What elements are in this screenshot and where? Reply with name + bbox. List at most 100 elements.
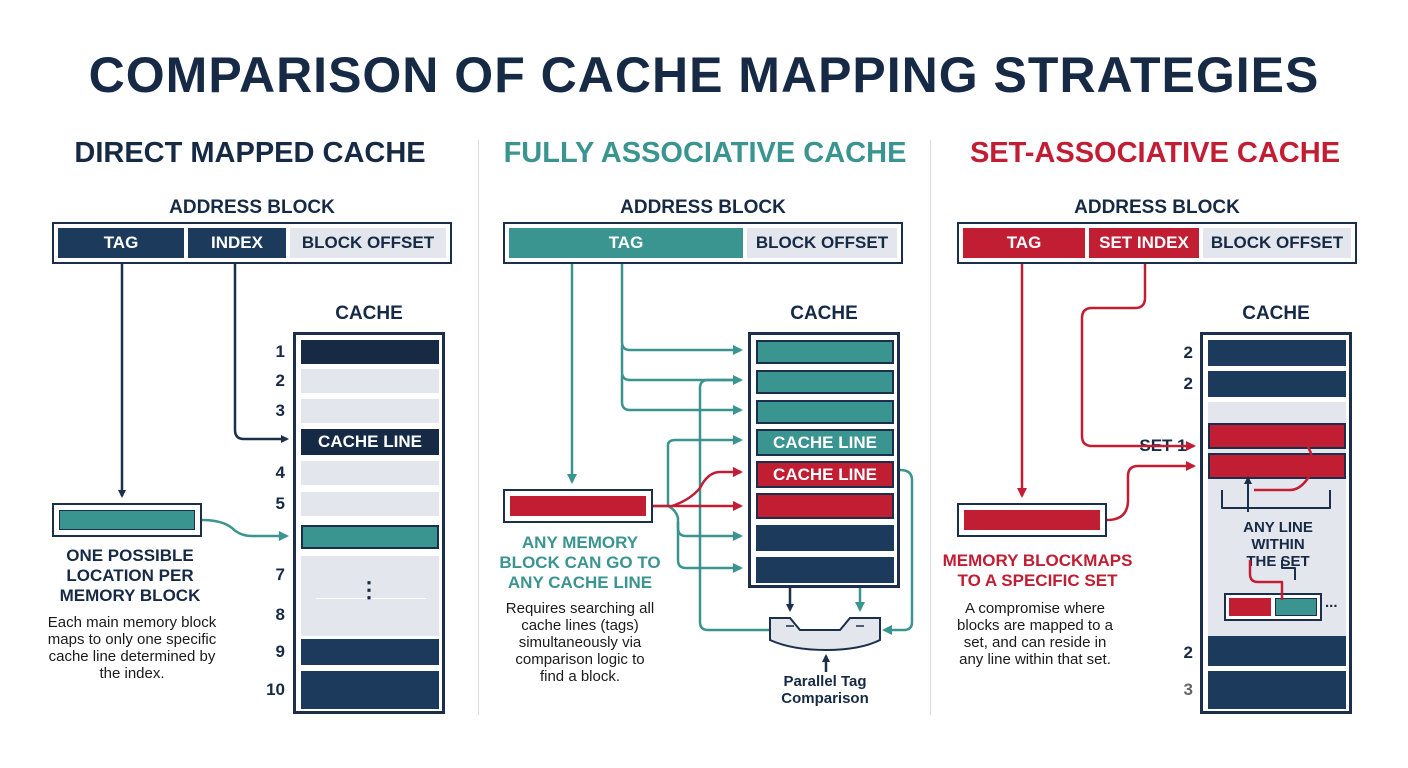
any-line-bracket [1221,490,1331,509]
set-mini-red [1229,598,1271,616]
page-title: COMPARISON OF CACHE MAPPING STRATEGIES [88,47,1320,103]
direct-offset-segment: BLOCK OFFSET [290,228,446,258]
set-number: 2 [1183,343,1193,362]
fully-cache-line [756,525,894,551]
comparator-label: Parallel Tag Comparison [735,673,915,707]
set-index-arrow [1080,264,1196,451]
description-line: cache line determined by [48,648,216,665]
description-line: cache lines (tags) [521,617,639,634]
any-line-label: ANY LINE WITHIN THE SET [1228,519,1328,570]
set-index-segment: SET INDEX [1089,228,1199,258]
direct-memory-arrow [201,518,289,541]
direct-memory-block [52,503,202,537]
set-address-label: ADDRESS BLOCK [1074,197,1240,218]
direct-memory-fill [59,510,195,530]
set-tag-segment: TAG [963,228,1085,258]
fully-cache-line-label-red: CACHE LINE [756,461,894,488]
direct-line-number: 5 [275,494,285,513]
direct-caption: ONE POSSIBLE LOCATION PER MEMORY BLOCK [30,546,230,606]
direct-tag-segment: TAG [58,228,184,258]
direct-mapped-heading: DIRECT MAPPED CACHE [74,137,426,169]
direct-cache: CACHE LINE ⋮ [293,332,445,714]
fully-tag-segment: TAG [509,228,743,258]
direct-cache-line-4 [301,461,439,485]
description-line: the index. [99,665,165,682]
set-cache-line [1208,340,1346,366]
direct-line-number: 8 [275,605,285,624]
set-cache-line [1208,371,1346,397]
direct-cache-line-6 [301,525,439,549]
description-line: find a block. [539,668,621,685]
any-line-text: ANY LINE [1243,519,1313,536]
fully-offset-segment: BLOCK OFFSET [747,228,897,258]
set-number: 2 [1183,374,1193,393]
set-cache: ANY LINE WITHIN THE SET ... [1200,332,1352,714]
fully-address-block: TAG BLOCK OFFSET [503,222,903,264]
fully-description: Requires searching all cache lines (tags… [470,600,690,685]
description-line: any line within that set. [959,651,1111,668]
set-cache-label: CACHE [1242,303,1310,324]
direct-address-label: ADDRESS BLOCK [169,197,335,218]
caption-line: ANY CACHE LINE [507,573,653,592]
fully-associative-heading: FULLY ASSOCIATIVE CACHE [503,137,907,169]
direct-line-number: 9 [275,642,285,661]
description-line: simultaneously via [518,634,642,651]
set-1-line-1 [1208,423,1346,449]
fully-cache-line-label-teal: CACHE LINE [756,429,894,456]
fully-cache-line [756,493,894,519]
direct-line-number: 4 [275,463,285,482]
caption-line: BLOCK CAN GO TO [499,553,661,572]
comparator-label-line: Parallel Tag [783,673,867,690]
set-memory-arrow [1106,461,1196,522]
fully-cache-label: CACHE [790,303,858,324]
description-line: Each main memory block [47,614,217,631]
description-line: blocks are mapped to a [957,617,1113,634]
description-line: comparison logic to [515,651,645,668]
direct-cache-line-target: CACHE LINE [301,429,439,455]
caption-line: MEMORY BLOCK [59,586,201,605]
direct-line-number: 1 [275,342,285,361]
divider-right [930,140,931,715]
set-caption: MEMORY BLOCKMAPS TO A SPECIFIC SET [930,551,1145,591]
direct-cache-line-5 [301,492,439,516]
divider-left [478,140,479,715]
fully-cache-line [756,370,894,394]
caption-line: MEMORY BLOCKMAPS [942,551,1133,570]
description-line: maps to only one specific [47,631,217,648]
direct-index-arrow [233,264,289,443]
ellipsis-icon: ⋮ [358,577,380,602]
set-cache-line [1208,636,1346,666]
set-mini-block [1224,593,1322,621]
fully-red-arrow-2 [671,467,743,508]
direct-index-segment: INDEX [188,228,286,258]
fully-caption: ANY MEMORY BLOCK CAN GO TO ANY CACHE LIN… [480,533,680,593]
description-line: Requires searching all [505,600,655,617]
any-line-text: THE SET [1246,553,1310,570]
direct-line-number: 3 [275,401,285,420]
direct-cache-line-2 [301,369,439,393]
set-memory-fill [964,510,1100,530]
set-description: A compromise where blocks are mapped to … [925,600,1145,668]
fully-memory-fill [510,496,646,516]
fully-cache-line [756,557,894,583]
direct-description: Each main memory block maps to only one … [22,614,242,682]
direct-line-number: 7 [275,565,285,584]
description-line: set, and can reside in [963,634,1107,651]
direct-line-number: 10 [266,680,285,699]
fully-cache: CACHE LINE CACHE LINE [748,332,900,588]
set-number: 3 [1183,680,1193,699]
caption-line: LOCATION PER [66,566,194,585]
fully-memory-block [503,489,653,523]
any-line-text: WITHIN [1251,536,1305,553]
set-offset-segment: BLOCK OFFSET [1203,228,1351,258]
caption-line: TO A SPECIFIC SET [957,571,1118,590]
direct-address-block: TAG INDEX BLOCK OFFSET [52,222,452,264]
fully-cache-line [756,340,894,364]
set-mini-ellipsis: ... [1325,594,1338,611]
caption-line: ANY MEMORY [521,533,639,552]
comparator-icon [769,617,881,652]
fully-cache-line [756,400,894,424]
direct-cache-line-3 [301,399,439,423]
comparator-label-line: Comparison [781,690,869,707]
